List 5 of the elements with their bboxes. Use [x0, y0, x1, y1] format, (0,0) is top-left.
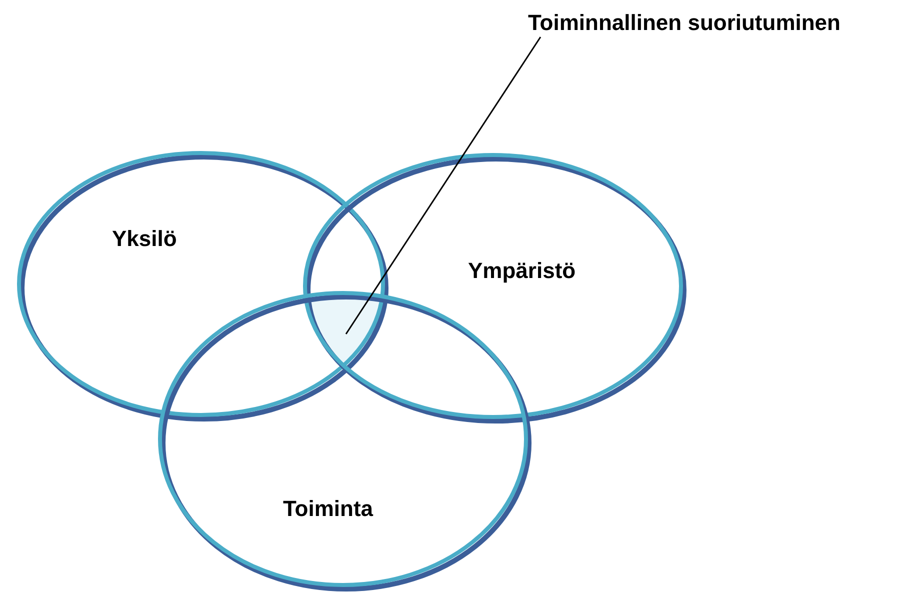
circle-label: Toiminta — [283, 496, 374, 522]
circle-label: Ympäristö — [468, 258, 576, 284]
leader-line — [345, 36, 542, 334]
callout-label: Toiminnallinen suoriutuminen — [528, 10, 840, 36]
circle-label: Yksilö — [112, 226, 177, 252]
